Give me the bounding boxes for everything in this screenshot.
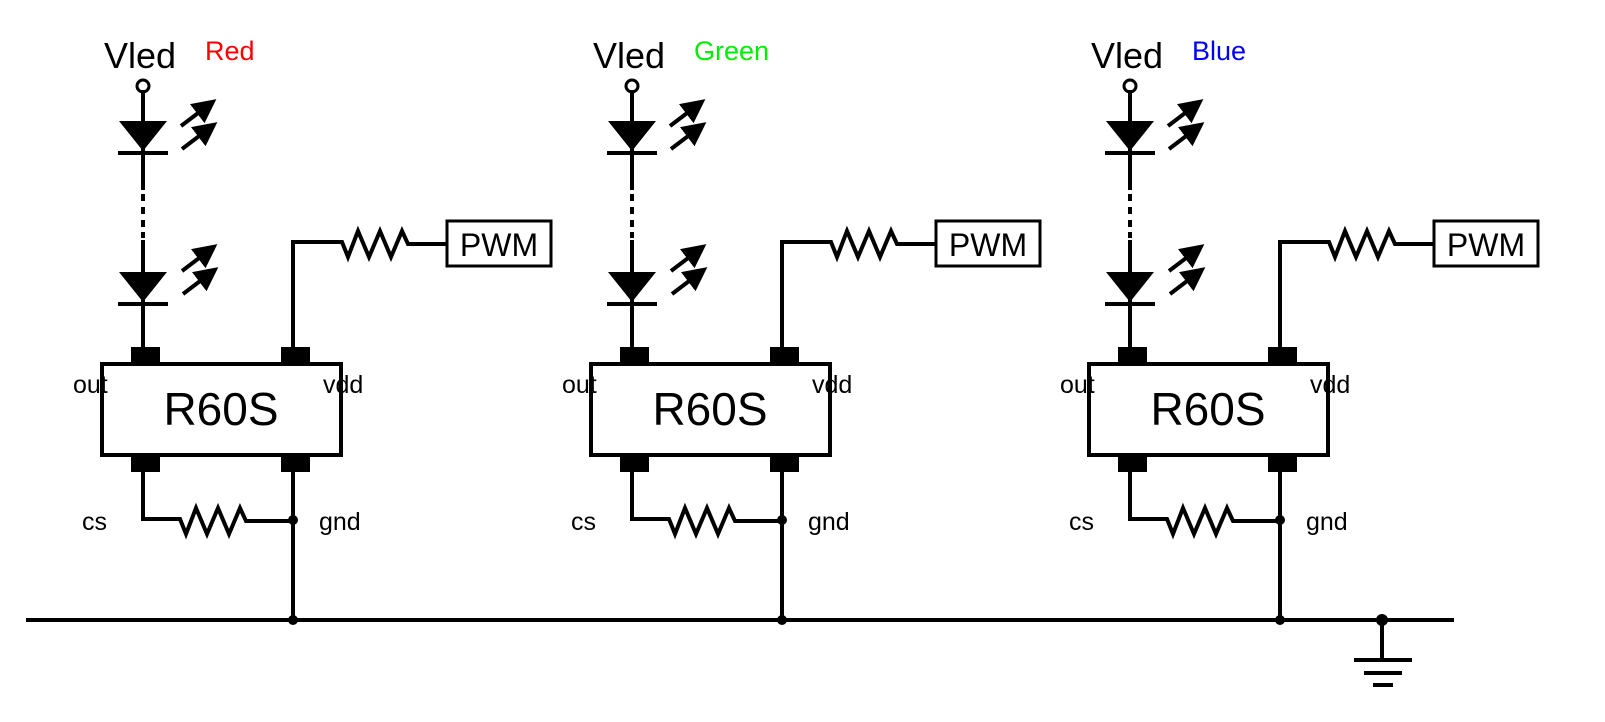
pwm-box <box>1432 219 1540 268</box>
pin-gnd-label: gnd <box>1306 508 1348 536</box>
pwm-label: PWM <box>949 227 1027 263</box>
pin-vdd-label: vdd <box>1310 371 1350 399</box>
pin-cs-label: cs <box>571 508 596 536</box>
led-icon <box>607 244 708 306</box>
ellipsis-dots <box>1128 194 1132 238</box>
pwm-label: PWM <box>1447 227 1525 263</box>
pwm-label: PWM <box>460 227 538 263</box>
pwm-resistor <box>780 225 938 350</box>
pin-vdd-pad <box>281 347 310 364</box>
chip-body <box>1087 362 1330 457</box>
junction-dot <box>1275 615 1285 625</box>
pin-out-label: out <box>1060 371 1095 399</box>
color-label: Red <box>205 36 255 66</box>
chip-body <box>589 362 832 457</box>
junction-dot <box>777 515 787 525</box>
pwm-box <box>445 219 553 268</box>
led-icon <box>607 99 707 155</box>
sense-resistor <box>1128 470 1282 540</box>
chip-label: R60S <box>652 383 767 435</box>
supply-label: Vled <box>104 35 176 76</box>
supply-label: Vled <box>1091 35 1163 76</box>
sense-resistor <box>141 470 295 540</box>
junction-dot <box>777 615 787 625</box>
pin-gnd-pad <box>281 455 310 472</box>
pin-vdd-label: vdd <box>323 371 363 399</box>
ellipsis-dots <box>630 194 634 238</box>
junction-dot <box>288 615 298 625</box>
ellipsis-dots <box>141 194 145 238</box>
color-label: Green <box>694 36 769 66</box>
chip-label: R60S <box>163 383 278 435</box>
chip-body <box>100 362 343 457</box>
pin-vdd-pad <box>770 347 799 364</box>
ground-icon <box>1354 614 1412 687</box>
pwm-resistor <box>1278 225 1436 350</box>
pin-out-label: out <box>73 371 108 399</box>
pin-vdd-label: vdd <box>812 371 852 399</box>
led-icon <box>118 99 218 155</box>
pin-vdd-pad <box>1268 347 1297 364</box>
pwm-box <box>934 219 1042 268</box>
chip-label: R60S <box>1150 383 1265 435</box>
led-channel-blue: Vled Blue PWM R60S out vdd cs gnd <box>1060 35 1540 625</box>
led-icon <box>1105 244 1206 306</box>
pin-cs-label: cs <box>1069 508 1094 536</box>
pwm-resistor <box>291 225 449 350</box>
pin-cs-label: cs <box>82 508 107 536</box>
led-icon <box>118 244 219 306</box>
led-channel-green: Vled Green PWM R60S out vdd cs gnd <box>562 35 1042 625</box>
pin-gnd-pad <box>1268 455 1297 472</box>
sense-resistor <box>630 470 784 540</box>
pin-gnd-label: gnd <box>319 508 361 536</box>
pin-out-pad <box>131 347 160 364</box>
pin-out-pad <box>1118 347 1147 364</box>
pin-cs-pad <box>131 455 160 472</box>
supply-label: Vled <box>593 35 665 76</box>
pin-gnd-pad <box>770 455 799 472</box>
junction-dot <box>288 515 298 525</box>
led-icon <box>1105 99 1205 155</box>
color-label: Blue <box>1192 36 1246 66</box>
led-channel-red: Vled Red PWM R60S out vdd cs gnd <box>73 35 553 625</box>
pin-cs-pad <box>1118 455 1147 472</box>
pin-out-pad <box>620 347 649 364</box>
pin-out-label: out <box>562 371 597 399</box>
junction-dot <box>1275 515 1285 525</box>
channels: Vled Red PWM R60S out vdd cs gnd Vled Gr… <box>73 35 1540 625</box>
pin-cs-pad <box>620 455 649 472</box>
pin-gnd-label: gnd <box>808 508 850 536</box>
